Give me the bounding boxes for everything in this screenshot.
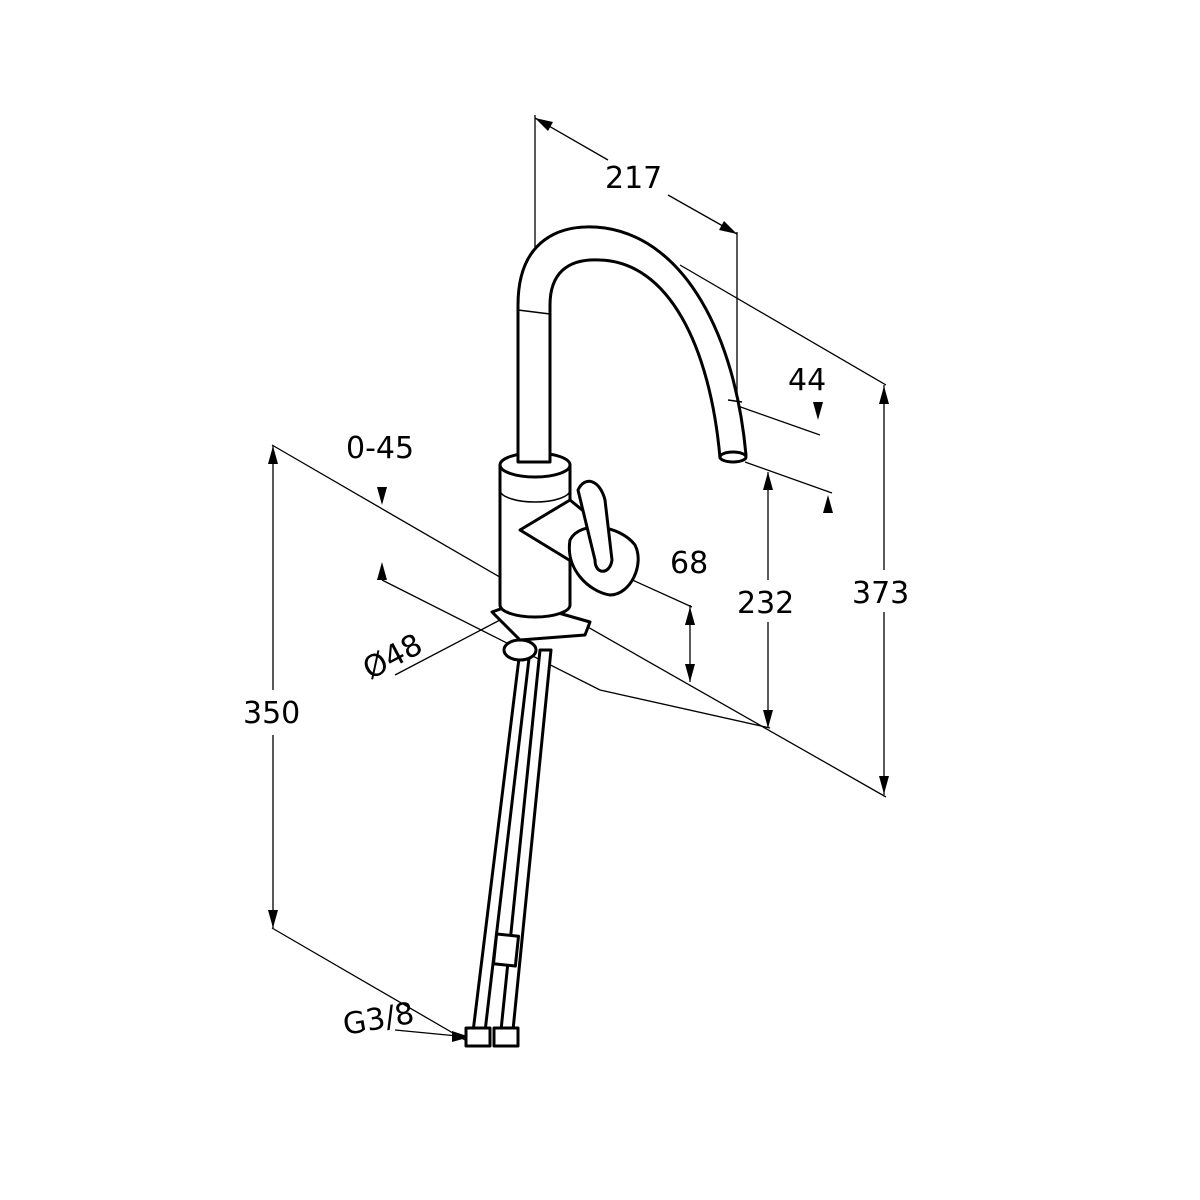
label-spout-reach: 217 bbox=[605, 161, 662, 196]
dimension-232 bbox=[763, 472, 773, 728]
dimension-thread bbox=[394, 1029, 470, 1042]
dimension-68 bbox=[627, 577, 695, 682]
label-connection-thread: G3/8 bbox=[340, 996, 417, 1043]
faucet bbox=[464, 225, 748, 1048]
label-total-height: 373 bbox=[852, 576, 909, 611]
dimension-diameter bbox=[394, 619, 501, 676]
label-handle-height: 68 bbox=[670, 546, 708, 581]
dimension-350 bbox=[268, 444, 511, 1041]
label-hose-length: 350 bbox=[243, 696, 300, 731]
label-outlet-height: 232 bbox=[737, 586, 794, 621]
dimension-swivel bbox=[377, 487, 771, 729]
label-swivel-angle: 0-45 bbox=[346, 431, 414, 466]
label-spout-outlet: 44 bbox=[788, 363, 826, 398]
dimension-44 bbox=[734, 402, 833, 513]
label-base-diameter: Ø48 bbox=[357, 627, 428, 687]
